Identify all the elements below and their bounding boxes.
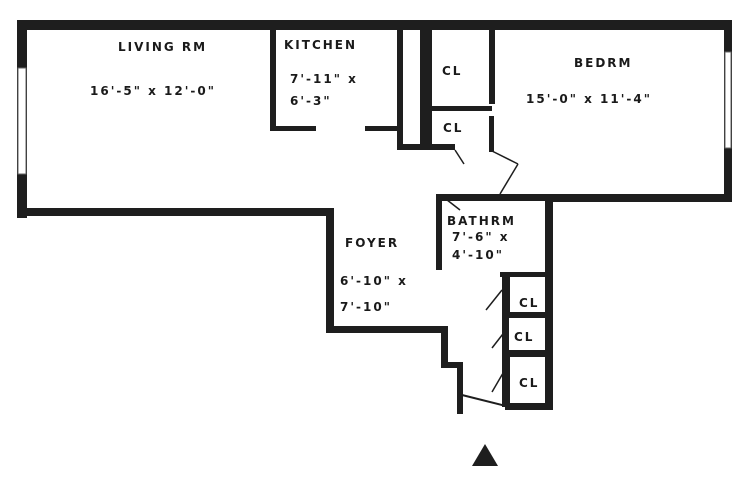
closet-label-1: CL [442, 64, 463, 78]
kitchen-right-wall [397, 30, 403, 150]
closet-divider-2 [502, 350, 550, 357]
top-wall [17, 20, 732, 30]
living-bottom-wall [17, 208, 333, 216]
closet-label-5: CL [519, 376, 540, 390]
foyer-step-wall [441, 326, 448, 368]
kitchen-name: KITCHEN [284, 38, 358, 52]
chase-bottom-wall [397, 144, 455, 150]
bathroom-bottom-wall [500, 272, 553, 277]
bedroom-door [489, 149, 519, 165]
closet-door-2 [491, 329, 507, 349]
closet-left-2 [502, 318, 509, 350]
entrance-arrow-icon [472, 444, 498, 466]
bedroom-dims: 15'-0" x 11'-4" [526, 92, 653, 106]
closet-door-3 [491, 367, 507, 393]
closet-divider-1 [502, 312, 550, 318]
bathroom-door [441, 195, 461, 211]
foyer-dims-2: 7'-10" [340, 300, 392, 314]
kitchen-bottom-right [365, 126, 401, 131]
bathroom-left-wall [436, 194, 442, 270]
living-room-name: LIVING RM [118, 40, 208, 54]
entry-jamb-left [457, 362, 463, 414]
kitchen-dims-2: 6'-3" [290, 94, 332, 108]
closet-block-bottom [505, 403, 553, 410]
bedroom-door-leaf [499, 163, 519, 195]
upper-closet-right-wall-2 [489, 116, 494, 152]
closet-top-wall [502, 274, 510, 312]
bathroom-dims-2: 4'-10" [452, 248, 504, 262]
closet-label-3: CL [519, 296, 540, 310]
kitchen-left-wall [270, 30, 276, 130]
closet-block-right-wall [545, 198, 553, 410]
bedroom-window [724, 51, 732, 149]
living-window [17, 67, 27, 175]
bathroom-top-wall [436, 194, 553, 201]
bedroom-name: BEDRM [574, 56, 633, 70]
closet-left-3 [502, 357, 510, 407]
upper-closet-divider [430, 106, 492, 111]
foyer-dims-1: 6'-10" x [340, 274, 408, 288]
bathroom-dims-1: 7'-6" x [452, 230, 510, 244]
upper-closet-right-wall [489, 30, 495, 104]
foyer-left-wall [326, 208, 334, 332]
foyer-bottom-wall [326, 326, 448, 333]
closet-label-2: CL [443, 121, 464, 135]
bedroom-bottom-wall [545, 194, 732, 202]
kitchen-bottom-left [270, 126, 316, 131]
kitchen-dims-1: 7'-11" x [290, 72, 358, 86]
chase-wall [420, 30, 432, 150]
foyer-name: FOYER [345, 236, 400, 250]
closet-door-1 [485, 289, 503, 311]
living-room-dims: 16'-5" x 12'-0" [90, 84, 217, 98]
closet-door [454, 149, 465, 165]
foyer-step-wall-2 [441, 362, 463, 368]
bathroom-name: BATHRM [447, 214, 516, 228]
closet-label-4: CL [514, 330, 535, 344]
